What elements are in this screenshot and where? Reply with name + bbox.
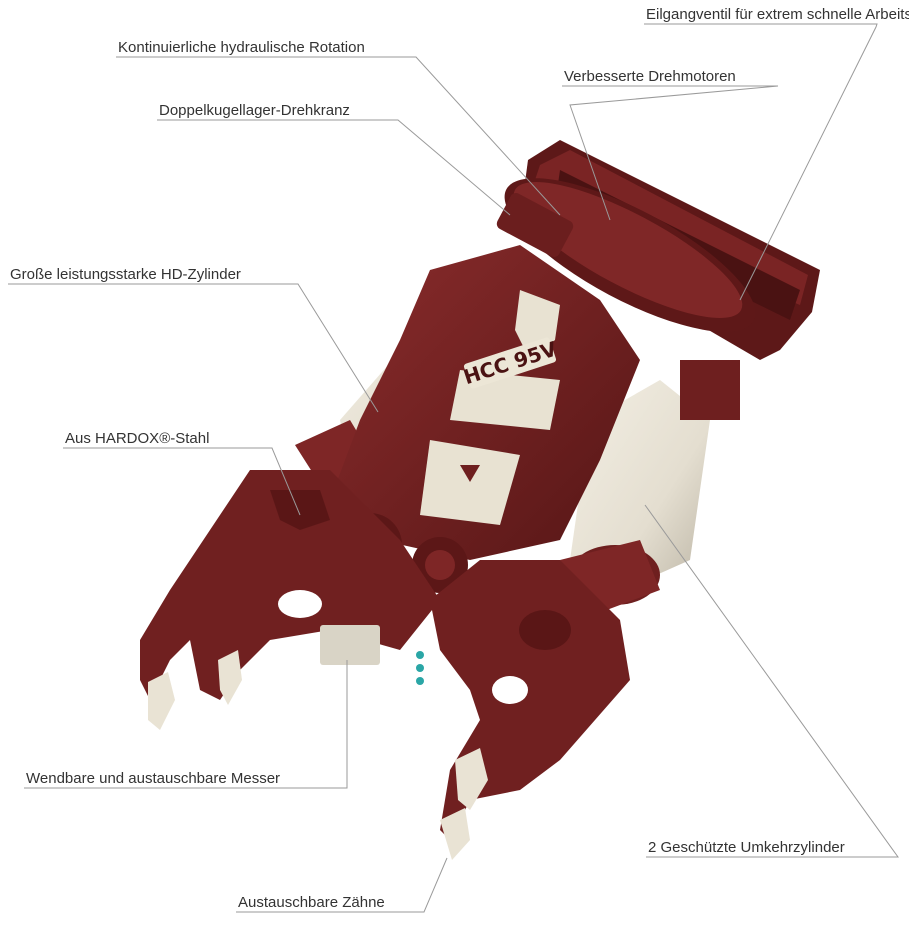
right-jaw <box>416 560 630 860</box>
label-drehkranz: Doppelkugellager-Drehkranz <box>159 102 350 120</box>
label-umkehrzylinder: 2 Geschützte Umkehrzylinder <box>648 839 845 857</box>
label-hardox: Aus HARDOX®-Stahl <box>65 430 209 448</box>
leader-hd-zylinder <box>8 284 378 412</box>
leader-rotation <box>116 57 560 215</box>
label-drehmotoren: Verbesserte Drehmotoren <box>564 68 736 86</box>
label-hd-zylinder: Große leistungsstarke HD-Zylinder <box>10 266 241 284</box>
label-zaehne: Austauschbare Zähne <box>238 894 385 912</box>
label-eilgangventil: Eilgangventil für extrem schnelle Arbeit… <box>646 6 909 24</box>
blade-block <box>320 625 380 665</box>
label-messer: Wendbare und austauschbare Messer <box>26 770 280 788</box>
label-rotation: Kontinuierliche hydraulische Rotation <box>118 39 365 57</box>
leader-umkehrzylinder <box>645 505 898 857</box>
leader-drehkranz <box>157 120 510 215</box>
leader-messer <box>24 660 347 788</box>
